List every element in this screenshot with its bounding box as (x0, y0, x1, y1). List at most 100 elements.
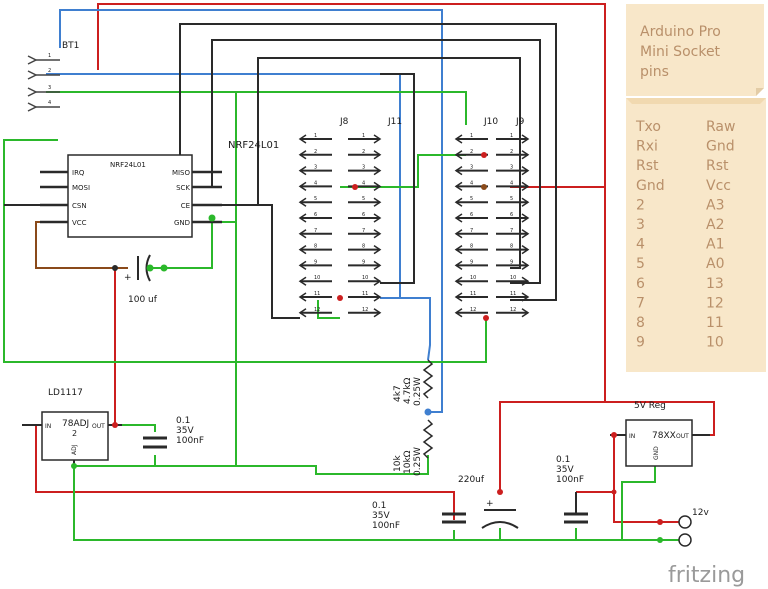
j9-pin-tip (521, 134, 530, 144)
supply-12v[interactable]: 12v (678, 508, 709, 547)
ld-title: LD1117 (48, 388, 83, 398)
wire-red-vin[interactable] (35, 425, 455, 520)
note-socket-line3: pins (640, 64, 669, 80)
wire-green-mid[interactable] (235, 222, 429, 475)
cap3-line2: 35V (556, 465, 574, 475)
wire-green-bottom[interactable] (73, 452, 680, 541)
capacitor-220uf[interactable]: 220uf + (458, 475, 519, 529)
j10-pin-number: 9 (470, 259, 473, 265)
capacitor-c2[interactable]: 0.1 35V 100nF (372, 501, 466, 531)
fritzing-logo: fritzing (668, 563, 745, 588)
j10-pin-tip (454, 213, 463, 223)
j9-pin-number: 5 (510, 196, 513, 202)
j10-pin-number: 10 (470, 275, 476, 281)
nrf24l01-module[interactable]: NRF24L01 NRF24L01 IRQ MOSI CSN VCC MISO … (40, 140, 279, 238)
j11-pin-tip (373, 276, 382, 286)
resistor-10k[interactable]: 10k 10kΩ 0.25W (393, 419, 434, 476)
j8-pin-number: 1 (314, 133, 317, 139)
wire-blue-bt[interactable] (59, 9, 443, 413)
j10-pin-tip (454, 292, 463, 302)
wire-black-j11[interactable] (380, 73, 415, 284)
wire-black-sck[interactable] (211, 39, 541, 284)
j10-pin-number: 3 (470, 165, 473, 171)
j10-pin-tip (454, 181, 463, 192)
supply-terminal-negative[interactable] (678, 533, 692, 547)
j11-pin-tip (373, 150, 382, 160)
note-pin-right: A0 (706, 256, 724, 272)
j9-pin-number: 8 (510, 244, 513, 250)
j10-pin-tip (454, 244, 463, 255)
note-pin-left: 8 (636, 315, 645, 331)
res1-line1: 4k7 (393, 385, 403, 402)
j8-pin-number: 12 (314, 307, 320, 313)
j9-pin-number: 12 (510, 307, 516, 313)
j10-pin-number: 11 (470, 291, 476, 297)
wire-blue-j11-11[interactable] (380, 297, 431, 361)
j11-pin-number: 11 (362, 291, 368, 297)
capacitor-c3[interactable]: 0.1 35V 100nF (556, 455, 588, 524)
wire-green-gnd-cap[interactable] (150, 222, 213, 269)
j11-pin-tip (373, 134, 382, 144)
wire-green-j10-bottom[interactable] (3, 139, 487, 363)
j11-pin-number: 7 (362, 228, 365, 234)
j11-pin-number: 10 (362, 275, 368, 281)
j10-label: J10 (483, 117, 498, 127)
bt1-connector: BT1 1 2 3 4 (27, 41, 79, 112)
j11-pin-tip (373, 213, 382, 223)
note-pin-left: Txo (635, 119, 661, 135)
supply-terminal-positive[interactable] (678, 515, 692, 529)
j9-pin-number: 3 (510, 165, 513, 171)
nrf-title: NRF24L01 (228, 140, 279, 151)
wire-green-ld-cap2[interactable] (154, 455, 236, 467)
j8-pin-tip (298, 260, 307, 271)
j11-pin-number: 9 (362, 259, 365, 265)
wire-green-bt2[interactable] (46, 91, 467, 125)
regulator-5v[interactable]: 5V Reg 78XX IN OUT GND (610, 401, 710, 467)
wire-green-j8-11[interactable] (317, 300, 340, 319)
bt1-pin-1: 1 (48, 53, 51, 59)
wire-black-ce[interactable] (212, 57, 521, 269)
j9-pin-tip (521, 276, 530, 286)
res1-line2: 4.7kΩ (403, 377, 413, 404)
j9-pin-number: 4 (510, 180, 513, 186)
note-pin-left: 2 (636, 197, 645, 213)
cap1-line1: 0.1 (176, 416, 190, 426)
j10-pin-tip (454, 276, 463, 286)
ld1117-regulator[interactable]: LD1117 78ADJ 2 IN OUT ADJ (22, 388, 122, 468)
wire-red-top[interactable] (97, 3, 606, 492)
bt1-pin-3: 3 (48, 85, 51, 91)
capacitor-100uf[interactable]: + 100 uf (124, 254, 158, 305)
capacitor-c1[interactable]: 0.1 35V 100nF (143, 416, 204, 449)
wire-red-reg-in[interactable] (613, 435, 680, 523)
j9-label: J9 (515, 117, 525, 127)
wire-green-gnd-main[interactable] (212, 92, 237, 223)
j9-pin-number: 6 (510, 212, 513, 218)
wire-green-ld-cap[interactable] (115, 424, 156, 432)
j8-pin-number: 3 (314, 165, 317, 171)
note-pin-right: 13 (706, 276, 724, 292)
wire-green-reg-gnd[interactable] (621, 465, 656, 540)
res2-line1: 10k (393, 455, 403, 472)
cap3-line1: 0.1 (556, 455, 570, 465)
j8-pin-number: 9 (314, 259, 317, 265)
wire-black-j8-12[interactable] (236, 204, 300, 319)
cap-220-plus: + (486, 499, 494, 509)
j11-pin-tip (373, 260, 382, 271)
cap1-line3: 100nF (176, 436, 204, 446)
reg-body (625, 419, 693, 467)
junctions (71, 152, 663, 543)
note-pin-left: 7 (636, 295, 645, 311)
j11-pin-tip (373, 165, 382, 176)
j9-pin-tip (521, 197, 530, 207)
bt1-pin-4: 4 (48, 100, 51, 106)
ld-body (41, 411, 109, 461)
j9-pin-tip (521, 165, 530, 176)
note-socket-line1: Arduino Pro (640, 24, 721, 40)
j9-pin-tip (521, 150, 530, 160)
resistor-4k7[interactable]: 4k7 4.7kΩ 0.25W (393, 359, 434, 406)
j11-pin-tip (373, 181, 382, 192)
nrf-pin-csn: CSN (72, 202, 87, 210)
cap-100uf-label: 100 uf (128, 295, 158, 305)
note-pin-right: A1 (706, 237, 724, 253)
